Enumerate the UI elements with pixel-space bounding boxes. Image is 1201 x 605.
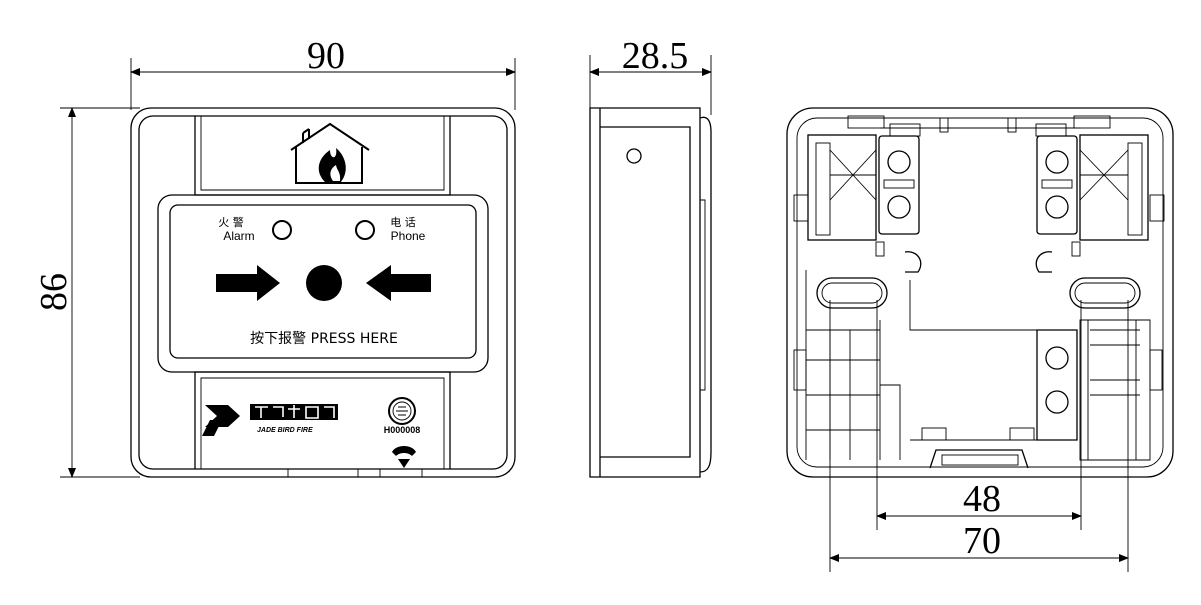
width-dimension: 90: [130, 35, 516, 110]
phone-indicator: 电 话 Phone: [355, 216, 426, 243]
glass-panel-outer: [157, 194, 489, 373]
press-here-label: 按下报警 PRESS HERE: [250, 331, 398, 347]
right-arrow-icon: [216, 265, 280, 301]
left-mount-block: [793, 134, 877, 241]
phone-jack-icon: [392, 446, 416, 468]
house-fire-icon: [290, 122, 370, 184]
height-dim-label: 86: [33, 273, 75, 311]
back-view: 48 70: [786, 107, 1174, 572]
alarm-cn-label: 火 警: [218, 215, 244, 229]
lower-structure: [793, 270, 1163, 461]
side-body-outline: [589, 107, 701, 478]
depth-dimension: 28.5: [589, 35, 712, 115]
press-button-icon: [306, 265, 342, 301]
left-mount-slot: [816, 277, 888, 309]
right-mount-block: [1079, 134, 1165, 241]
front-view: 90 86 火: [33, 35, 516, 478]
right-mount-slot: [1069, 277, 1141, 309]
depth-dim-label: 28.5: [622, 35, 689, 77]
outer-dimension: 70: [829, 300, 1129, 572]
alarm-led-icon: [272, 220, 292, 240]
left-terminal-block: [878, 135, 920, 235]
phone-cn-label: 电 话: [390, 216, 416, 229]
cert-code: H000008: [384, 425, 421, 435]
side-hole-icon: [626, 148, 642, 164]
inner-dim-label: 48: [963, 478, 1001, 520]
brand-logo: JADE BIRD FIRE: [202, 404, 338, 436]
width-dim-label: 90: [307, 35, 345, 77]
ccc-cert-icon: H000008: [384, 397, 421, 435]
alarm-en-label: Alarm: [223, 229, 254, 243]
outer-dim-label: 70: [963, 520, 1001, 562]
right-terminal-block: [1036, 135, 1078, 235]
brand-name: JADE BIRD FIRE: [257, 427, 313, 434]
back-outline: [786, 107, 1174, 478]
side-view: 28.5: [589, 35, 712, 478]
phone-led-icon: [355, 220, 375, 240]
alarm-indicator: 火 警 Alarm: [218, 215, 292, 243]
left-arrow-icon: [366, 265, 431, 301]
glass-panel: [169, 204, 477, 359]
phone-en-label: Phone: [391, 229, 426, 243]
height-dimension: 86: [33, 107, 140, 478]
inner-dimension: 48: [876, 300, 1082, 530]
